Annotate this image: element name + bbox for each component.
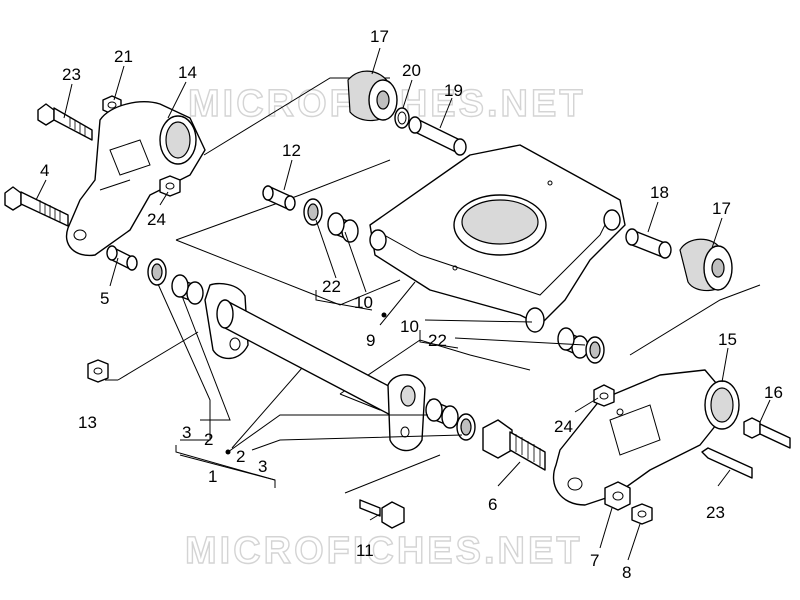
watermark-bottom: MICROFICHES.NET (185, 530, 583, 572)
leader-lines (35, 47, 771, 561)
callout-3-right: 3 (258, 457, 267, 476)
part-24-nut-right (593, 384, 615, 407)
callout-22-upper: 22 (322, 277, 341, 296)
callout-10-upper: 10 (354, 293, 373, 312)
callout-4: 4 (40, 161, 49, 180)
callout-11: 11 (356, 541, 374, 560)
part-20-circlip (394, 107, 410, 129)
part-22-washer-lower (585, 336, 605, 364)
part-16-bolt (743, 417, 791, 449)
callout-24-right: 24 (554, 417, 573, 436)
part-4-bolt (4, 186, 69, 227)
callout-12: 12 (282, 141, 301, 160)
callout-20: 20 (402, 61, 421, 80)
callout-15: 15 (718, 330, 737, 349)
part-24-nut-left (159, 175, 181, 197)
callout-19: 19 (444, 81, 463, 100)
part-19-sleeve (408, 116, 467, 156)
callout-5: 5 (100, 289, 109, 308)
callout-9: 9 (366, 331, 375, 350)
junction-dot-1 (225, 449, 231, 455)
callout-7: 7 (590, 551, 599, 570)
part-12-pin (262, 185, 296, 211)
part-3-bushing-left (171, 274, 204, 305)
part-15-right-bracket (552, 369, 740, 506)
part-23-bolt-upper (37, 103, 93, 141)
part-13-nut (87, 359, 109, 383)
part-10-bushing-upper (327, 212, 359, 243)
part-18-sleeve (625, 228, 672, 259)
callout-22-lower: 22 (428, 331, 447, 350)
callout-13: 13 (78, 413, 97, 432)
callout-10-lower: 10 (400, 317, 419, 336)
callout-14: 14 (178, 63, 197, 82)
callout-3-left: 3 (182, 423, 191, 442)
callout-1: 1 (208, 467, 217, 486)
part-5-pin (106, 245, 138, 271)
part-8-nut (631, 503, 653, 525)
callout-21: 21 (114, 47, 133, 66)
part-2-washer-right (456, 413, 476, 441)
callout-24-left: 24 (147, 210, 166, 229)
part-17-bushing-right (679, 238, 733, 292)
part-3-bushing-right (425, 398, 459, 429)
part-14-left-bracket (65, 101, 206, 257)
callout-17-upper: 17 (370, 27, 389, 46)
part-6-threaded-bolt (482, 419, 546, 471)
callout-17-right: 17 (712, 199, 731, 218)
callout-2-right: 2 (236, 447, 245, 466)
part-1-shaft (204, 282, 426, 452)
group-bracket-1 (175, 445, 276, 488)
part-7-nut (604, 481, 631, 511)
part-11-bolt (359, 499, 405, 529)
callout-16: 16 (764, 383, 783, 402)
callout-labels: 23 21 14 17 20 19 12 4 24 18 17 5 22 10 … (40, 27, 783, 582)
callout-8: 8 (622, 563, 631, 582)
callout-23-upper: 23 (62, 65, 81, 84)
callout-18: 18 (650, 183, 669, 202)
part-9-swing-arm (369, 144, 626, 333)
junction-dot-9 (381, 312, 387, 318)
part-10-bushing-lower (557, 327, 589, 359)
callout-23-lower: 23 (706, 503, 725, 522)
callout-2-left: 2 (204, 430, 213, 449)
part-17-bushing-upper (347, 70, 398, 122)
part-23-bolt-lower (701, 447, 753, 479)
callout-6: 6 (488, 495, 497, 514)
part-22-washer-upper (303, 198, 323, 226)
part-2-washer-left (147, 258, 167, 286)
